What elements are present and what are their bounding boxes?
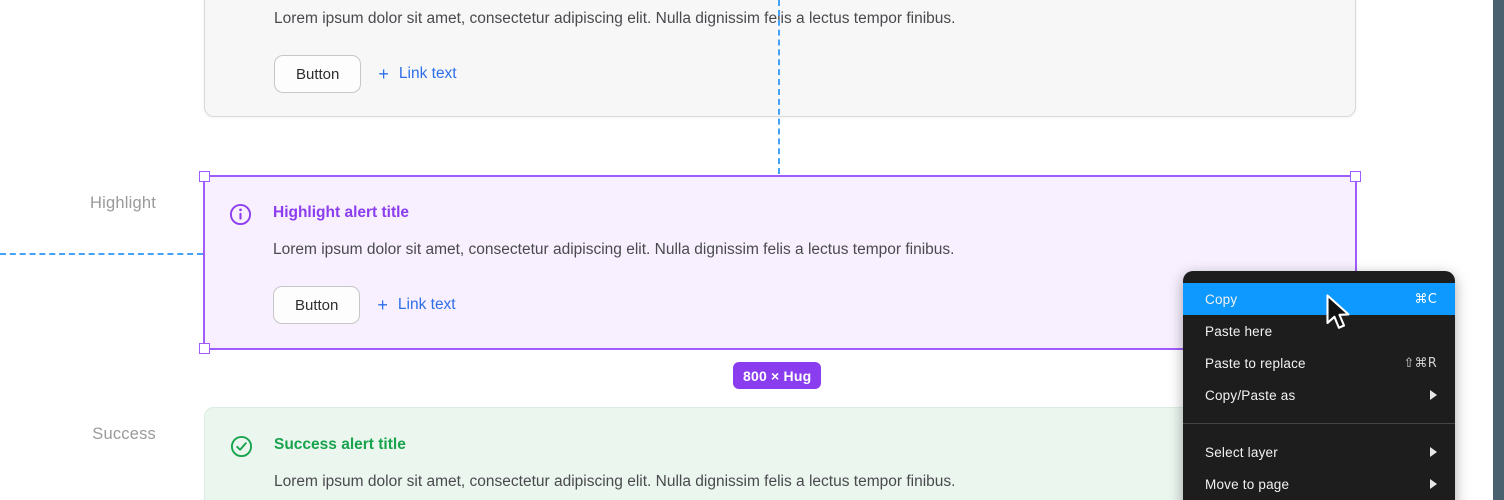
alert-body-text: Lorem ipsum dolor sit amet, consectetur … — [274, 10, 956, 27]
plus-icon: + — [378, 64, 389, 84]
menu-item-label: Paste to replace — [1205, 355, 1306, 371]
check-circle-icon — [230, 435, 253, 458]
alert-button[interactable]: Button — [274, 55, 362, 93]
menu-item-paste-to-replace[interactable]: Paste to replace ⇧⌘R — [1183, 347, 1455, 379]
alert-body-text: Lorem ipsum dolor sit amet, consectetur … — [273, 241, 955, 258]
menu-item-label: Select layer — [1205, 444, 1278, 460]
selection-handle-top-right[interactable] — [1350, 171, 1361, 182]
vertical-guide-line — [778, 0, 780, 174]
right-edge-panel-strip — [1493, 0, 1504, 500]
alert-link[interactable]: + Link text — [378, 65, 456, 83]
submenu-arrow-icon — [1430, 479, 1437, 489]
menu-item-copy[interactable]: Copy ⌘C — [1183, 283, 1455, 315]
alert-link[interactable]: + Link text — [377, 296, 455, 314]
menu-item-label: Move to page — [1205, 476, 1290, 492]
selection-handle-bottom-left[interactable] — [199, 343, 210, 354]
row-label-highlight: Highlight — [89, 194, 156, 212]
alert-button[interactable]: Button — [273, 286, 361, 324]
link-label: Link text — [397, 296, 456, 313]
alert-title: Success alert title — [274, 436, 406, 453]
menu-item-label: Copy — [1205, 291, 1238, 307]
info-icon — [229, 203, 252, 226]
menu-item-paste-here[interactable]: Paste here — [1183, 315, 1455, 347]
menu-item-shortcut: ⌘C — [1414, 291, 1437, 307]
menu-item-select-layer[interactable]: Select layer — [1183, 436, 1455, 468]
menu-item-label: Paste here — [1205, 323, 1273, 339]
horizontal-guide-line — [0, 253, 203, 255]
alert-card-highlight[interactable]: Highlight alert title Lorem ipsum dolor … — [204, 176, 1356, 349]
menu-item-move-to-page[interactable]: Move to page — [1183, 468, 1455, 500]
plus-icon: + — [377, 295, 388, 315]
menu-item-copy-paste-as[interactable]: Copy/Paste as — [1183, 379, 1455, 411]
menu-item-label: Copy/Paste as — [1205, 387, 1296, 403]
row-label-success: Success — [92, 425, 156, 443]
submenu-arrow-icon — [1430, 447, 1437, 457]
size-badge: 800 × Hug — [733, 362, 822, 389]
alert-card-default[interactable]: Lorem ipsum dolor sit amet, consectetur … — [204, 0, 1356, 117]
link-label: Link text — [398, 65, 457, 82]
menu-item-shortcut: ⇧⌘R — [1403, 355, 1437, 371]
selection-handle-top-left[interactable] — [199, 171, 210, 182]
submenu-arrow-icon — [1430, 390, 1437, 400]
menu-separator — [1183, 423, 1455, 424]
alert-card-success[interactable]: Success alert title Lorem ipsum dolor si… — [204, 407, 1356, 500]
alert-title: Highlight alert title — [273, 204, 410, 221]
alert-body-text: Lorem ipsum dolor sit amet, consectetur … — [274, 473, 956, 490]
